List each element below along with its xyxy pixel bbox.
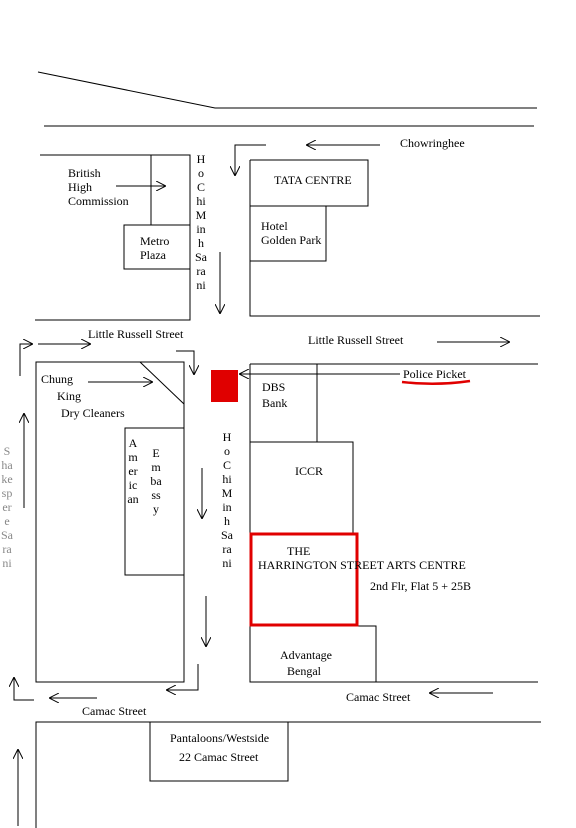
flat-address-label: 2nd Flr, Flat 5 + 25B (370, 579, 471, 593)
police-picket-underline (401, 379, 471, 386)
ho-chi-minh-turn-south-arrow (167, 664, 199, 690)
iccr-block (250, 441, 354, 533)
metro-plaza-label-2: Plaza (140, 248, 166, 262)
british-high-commission-label-2: High (68, 180, 92, 194)
advantage-bengal-label-1: Advantage (280, 648, 332, 662)
camac-corner-arrow (14, 678, 34, 701)
chung-king-diagonal (139, 361, 185, 405)
chung-king-label-1: Chung (41, 372, 74, 386)
chung-king-label-3: Dry Cleaners (61, 406, 125, 420)
east-south-west-edge (249, 364, 538, 683)
iccr-label: ICCR (295, 464, 324, 478)
little-russell-down-arrow (176, 350, 194, 374)
hotel-golden-park-label-1: Hotel (261, 219, 288, 233)
camac-street-west-label: Camac Street (82, 704, 147, 718)
dbs-bank-label-1: DBS (262, 380, 286, 394)
tata-centre-label: TATA CENTRE (274, 173, 352, 187)
dbs-bank-label-2: Bank (262, 396, 288, 410)
chowringhee-label: Chowringhee (400, 136, 465, 150)
harrington-label-1: THE (287, 544, 311, 558)
camac-south-edge (35, 721, 541, 828)
harrington-highlight-box (249, 532, 359, 627)
hotel-golden-park-label-2: Golden Park (261, 233, 322, 247)
police-picket-marker (211, 370, 238, 402)
ho-chi-minh-sarani-south-label: Ho Chi Minh Sarani (221, 430, 233, 570)
ho-chi-minh-sarani-north-label: Ho Chi Minh Sarani (195, 152, 207, 292)
camac-street-east-label: Camac Street (346, 690, 411, 704)
british-high-commission-label-1: British (68, 166, 101, 180)
pantaloons-block (149, 722, 289, 782)
shakespeare-sarani-label: Shakespere Sarani (1, 444, 13, 570)
chung-king-label-2: King (57, 389, 81, 403)
pantaloons-label-1: Pantaloons/Westside (170, 731, 270, 745)
british-high-commission-label-3: Commission (68, 194, 129, 208)
american-label: American (127, 436, 139, 506)
top-road-edge (37, 71, 537, 109)
american-embassy-block-outline (35, 361, 185, 683)
little-russell-west-label: Little Russell Street (88, 327, 184, 341)
american-embassy-building (124, 427, 185, 576)
ho-chi-minh-turn-arrow (235, 144, 266, 175)
advantage-bengal-label-2: Bengal (287, 664, 321, 678)
pantaloons-label-2: 22 Camac Street (179, 750, 259, 764)
embassy-label: Embassy (150, 446, 162, 516)
metro-plaza-block (123, 224, 191, 270)
little-russell-east-label: Little Russell Street (308, 333, 404, 347)
little-russell-corner-arrow (19, 344, 32, 376)
harrington-label-2: HARRINGTON STREET ARTS CENTRE (258, 558, 466, 572)
police-picket-label: Police Picket (403, 367, 466, 381)
metro-plaza-label-1: Metro (140, 234, 170, 248)
